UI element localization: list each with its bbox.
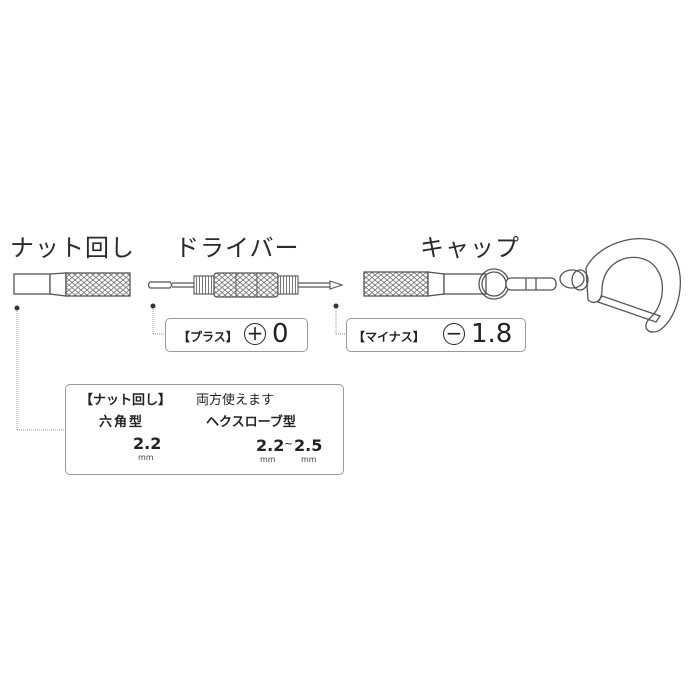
- hexlobe-unit-min: mm: [260, 455, 276, 464]
- nut-driver-illustration: [13, 272, 131, 297]
- hexlobe-size-min: 2.2: [256, 436, 285, 455]
- hex-size: 2.2: [133, 434, 162, 453]
- plus-callout-dot: [150, 303, 156, 309]
- nut-heading: 【ナット回し】: [80, 393, 172, 408]
- minus-icon: −: [443, 323, 465, 345]
- minus-callout-dot: [333, 303, 339, 309]
- title-nut-driver: ナット回し: [10, 234, 135, 262]
- nut-driver-info-box: 【ナット回し】 両方使えます 六角型 ヘクスローブ型 2.2 mm 2.2 ~ …: [65, 384, 344, 475]
- plus-label: 【プラス】: [178, 330, 238, 344]
- hexlobe-label: ヘクスローブ型: [206, 415, 296, 430]
- plus-size: 0: [272, 319, 289, 349]
- hexlobe-size-sep: ~: [284, 437, 294, 450]
- cap-illustration: [363, 237, 681, 333]
- minus-size: 1.8: [471, 319, 513, 349]
- plus-icon: +: [244, 323, 266, 345]
- plus-tip-box: 【プラス】 + 0: [165, 318, 308, 352]
- nut-note: 両方使えます: [196, 393, 275, 408]
- title-cap: キャップ: [420, 234, 520, 262]
- nut-callout-dot: [14, 305, 20, 311]
- title-driver: ドライバー: [175, 234, 300, 262]
- hex-unit: mm: [138, 453, 154, 462]
- minus-tip-box: 【マイナス】 − 1.8: [346, 318, 526, 352]
- hexlobe-unit-max: mm: [301, 455, 317, 464]
- callout-lines: [16, 309, 346, 431]
- hex-label: 六角型: [99, 415, 145, 430]
- driver-illustration: [147, 272, 344, 298]
- minus-label: 【マイナス】: [353, 330, 425, 344]
- hexlobe-size-max: 2.5: [294, 436, 323, 455]
